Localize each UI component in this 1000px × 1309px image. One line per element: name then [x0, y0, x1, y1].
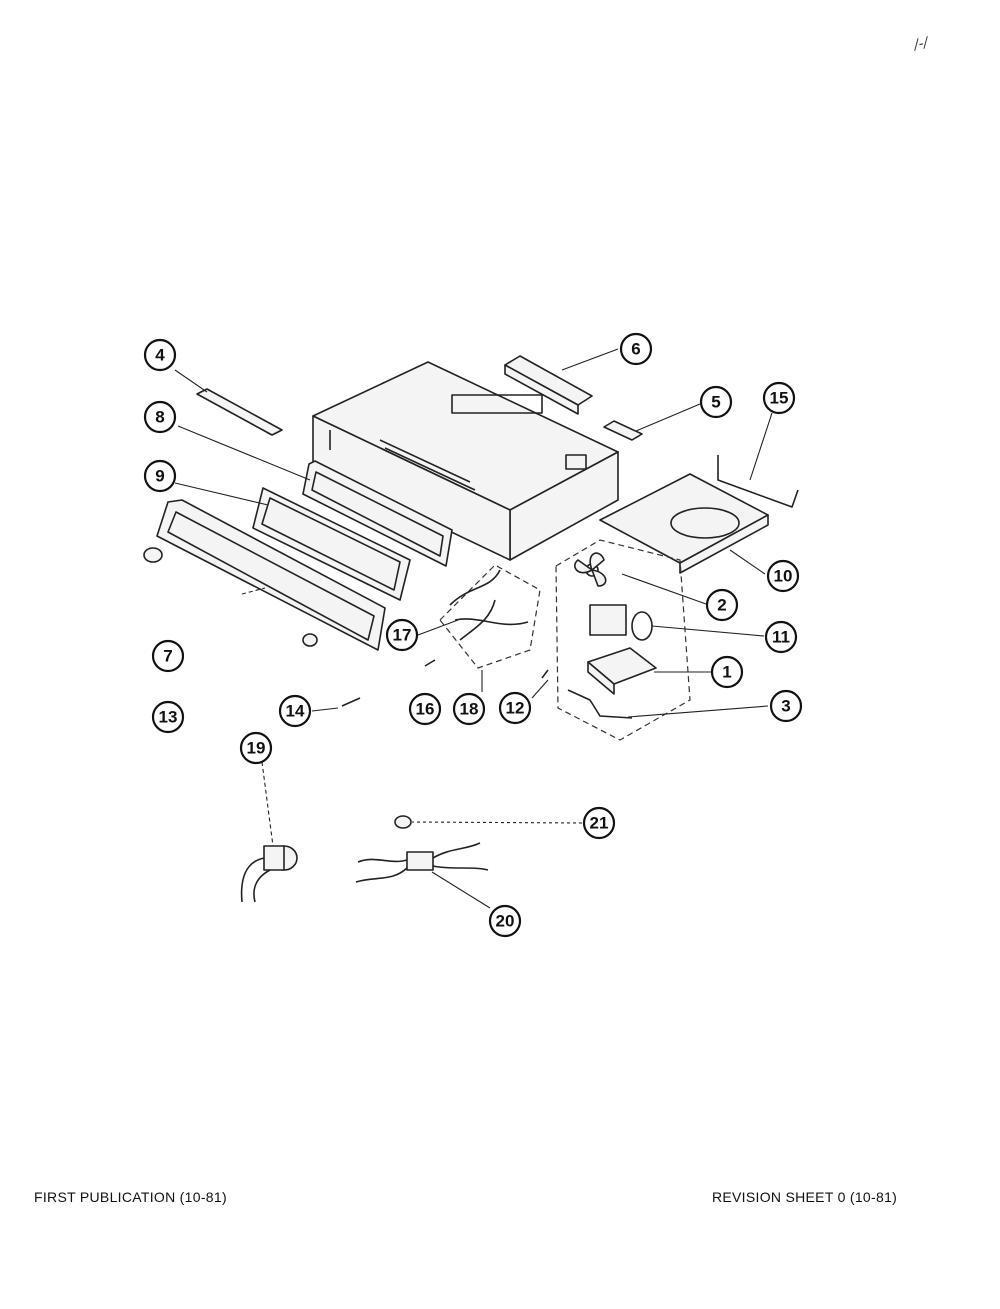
screws — [302, 633, 549, 707]
part-8-frame — [302, 460, 453, 567]
svg-text:19: 19 — [247, 739, 266, 758]
callout-12: 12 — [498, 691, 532, 725]
part-20-connector — [355, 842, 489, 883]
svg-text:13: 13 — [159, 708, 178, 727]
part-2-fan-blade — [574, 552, 607, 587]
callout-16: 16 — [408, 692, 442, 726]
svg-text:21: 21 — [590, 814, 609, 833]
callout-20: 20 — [488, 904, 522, 938]
svg-text:11: 11 — [772, 628, 790, 647]
callout-5: 5 — [699, 385, 733, 419]
svg-text:16: 16 — [416, 700, 435, 719]
callout-17: 17 — [385, 618, 419, 652]
part-15-u-bracket — [717, 455, 799, 508]
part-1-box — [587, 647, 657, 695]
part-19-socket — [240, 845, 298, 903]
svg-text:15: 15 — [770, 389, 789, 408]
callout-10: 10 — [766, 559, 800, 593]
svg-text:12: 12 — [506, 699, 525, 718]
callout-8: 8 — [143, 400, 177, 434]
part-10-duct-plate — [599, 473, 769, 574]
svg-text:7: 7 — [163, 647, 172, 666]
callout-19: 19 — [239, 731, 273, 765]
callout-3: 3 — [769, 689, 803, 723]
svg-text:17: 17 — [393, 626, 412, 645]
callout-1: 1 — [710, 655, 744, 689]
part-4-strip — [196, 388, 283, 436]
callout-6: 6 — [619, 332, 653, 366]
callout-7: 7 — [151, 639, 185, 673]
footer-revision-sheet: REVISION SHEET 0 (10-81) — [712, 1189, 898, 1205]
callout-15: 15 — [762, 381, 796, 415]
knob — [143, 547, 163, 563]
callout-4: 4 — [143, 338, 177, 372]
svg-text:20: 20 — [496, 912, 515, 931]
svg-text:9: 9 — [155, 467, 164, 486]
part-3-strap — [567, 689, 633, 719]
part-21-nut — [394, 815, 412, 829]
callout-21: 21 — [582, 806, 616, 840]
part-9-grille — [252, 487, 411, 601]
svg-text:2: 2 — [717, 596, 726, 615]
leader-lines — [174, 348, 773, 909]
hood-housing — [312, 361, 619, 561]
svg-text:3: 3 — [781, 697, 790, 716]
callout-18: 18 — [452, 692, 486, 726]
callout-14: 14 — [278, 694, 312, 728]
svg-text:4: 4 — [155, 346, 165, 365]
svg-text:8: 8 — [155, 408, 164, 427]
svg-text:6: 6 — [631, 340, 640, 359]
callout-9: 9 — [143, 459, 177, 493]
motor-assembly-boundary — [555, 539, 691, 741]
part-6-channel — [504, 355, 593, 415]
callout-13: 13 — [151, 700, 185, 734]
part-11-motor — [589, 604, 653, 641]
wiring-assembly-boundary — [439, 564, 541, 669]
part-5-plate — [603, 420, 643, 441]
part-7-front-panel — [156, 499, 386, 651]
callout-11: 11 — [764, 620, 798, 654]
svg-text:18: 18 — [460, 700, 479, 719]
callout-2: 2 — [705, 588, 739, 622]
svg-text:10: 10 — [774, 567, 793, 586]
svg-text:14: 14 — [286, 702, 305, 721]
svg-text:1: 1 — [722, 663, 731, 682]
svg-text:5: 5 — [711, 393, 720, 412]
wire-harness — [449, 569, 529, 641]
footer-first-publication: FIRST PUBLICATION (10-81) — [34, 1189, 227, 1205]
